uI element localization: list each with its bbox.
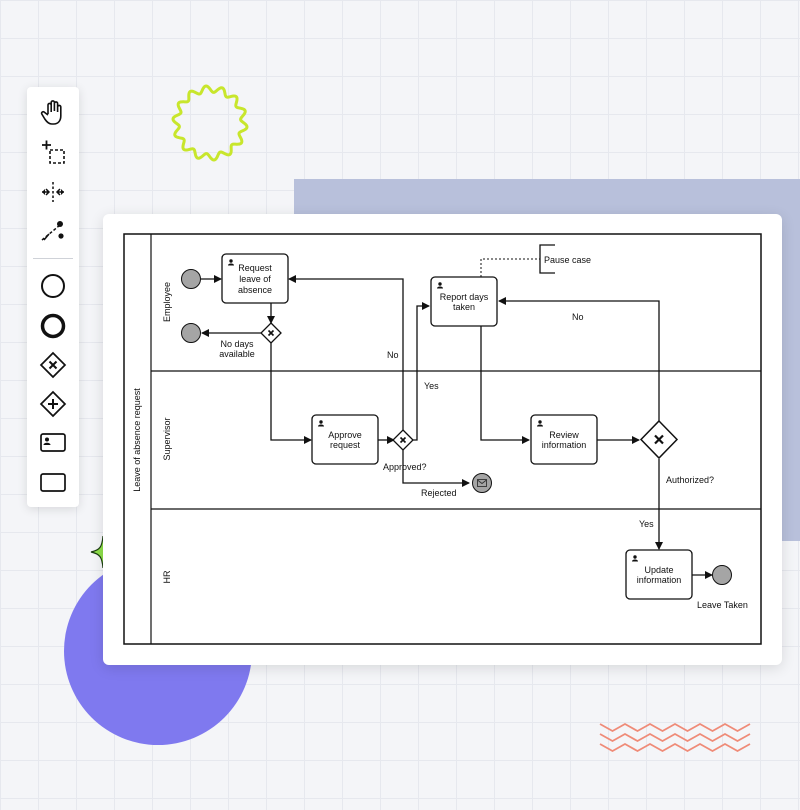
task-label-line: Review [549, 430, 579, 440]
task-label-line: information [637, 575, 682, 585]
task-label-line: leave of [239, 274, 271, 284]
lane-label-supervisor: Supervisor [162, 417, 172, 460]
pause-case-bracket [539, 244, 555, 274]
exclusive-gateway-tool[interactable] [37, 350, 69, 380]
hand-icon [40, 100, 62, 125]
lasso-icon [42, 140, 65, 164]
hand-tool[interactable] [37, 98, 69, 128]
task-icon [40, 473, 66, 492]
wavy-circle-decoration [171, 84, 249, 162]
start-event-icon [41, 274, 65, 298]
yes-label-bottom: Yes [639, 519, 654, 529]
flow-no-back-to-request[interactable] [288, 275, 404, 431]
parallel-gateway-tool[interactable] [37, 389, 69, 419]
task-label-line: information [542, 440, 587, 450]
space-icon [42, 182, 64, 202]
approved-gateway[interactable] [392, 429, 414, 451]
parallel-gateway-icon [39, 390, 67, 418]
yes-label-top: Yes [424, 381, 439, 391]
task-label-line: request [330, 440, 361, 450]
leave-taken-end-event[interactable] [712, 565, 732, 585]
pool-label: Leave of absence request [132, 388, 142, 492]
exclusive-gateway-icon [39, 351, 67, 379]
task-label-line: Approve [328, 430, 362, 440]
tool-divider [33, 258, 73, 259]
tool-palette [27, 87, 79, 507]
leave-taken-label: Leave Taken [697, 600, 748, 610]
rejected-label: Rejected [421, 488, 457, 498]
connect-icon [41, 221, 64, 241]
authorized-label: Authorized? [666, 475, 714, 485]
end-event-icon [40, 313, 66, 339]
flow-yes-to-report[interactable] [413, 302, 430, 441]
no-label-top: No [572, 312, 584, 322]
space-tool[interactable] [37, 177, 69, 207]
start-event-tool[interactable] [37, 271, 69, 301]
bpmn-diagram: Leave of absence request Employee Superv… [123, 233, 762, 645]
user-task-tool[interactable] [37, 428, 69, 458]
no-label-left: No [387, 350, 399, 360]
flow-rejected[interactable] [402, 449, 470, 487]
no-days-end-event[interactable] [181, 323, 201, 343]
connect-tool[interactable] [37, 216, 69, 246]
task-label-line: Request [238, 263, 272, 273]
user-task-icon [40, 433, 66, 452]
pause-case-label: Pause case [544, 255, 591, 265]
start-event[interactable] [181, 269, 201, 289]
task-label-line: taken [453, 302, 475, 312]
lasso-tool[interactable] [37, 138, 69, 168]
no-days-label: No days [220, 339, 254, 349]
envelope-icon [477, 479, 487, 487]
task-tool[interactable] [37, 468, 69, 498]
flow-gateway-to-approve[interactable] [270, 343, 312, 444]
flow-report-to-review[interactable] [480, 326, 530, 444]
no-days-label: available [219, 349, 255, 359]
pool[interactable] [123, 233, 762, 645]
lane-label-employee: Employee [162, 282, 172, 322]
flow-no-back-to-report[interactable] [498, 297, 660, 421]
task-label-line: absence [238, 285, 272, 295]
lane-label-hr: HR [162, 570, 172, 583]
end-event-tool[interactable] [37, 311, 69, 341]
approved-label: Approved? [383, 462, 427, 472]
zigzag-decoration [599, 722, 751, 753]
diagram-canvas[interactable]: Leave of absence request Employee Superv… [103, 214, 782, 665]
pause-case-association [480, 258, 540, 277]
days-available-gateway[interactable] [260, 322, 282, 344]
task-label-line: Update [644, 565, 673, 575]
task-label-line: Report days [440, 292, 489, 302]
authorized-gateway[interactable] [639, 419, 679, 460]
